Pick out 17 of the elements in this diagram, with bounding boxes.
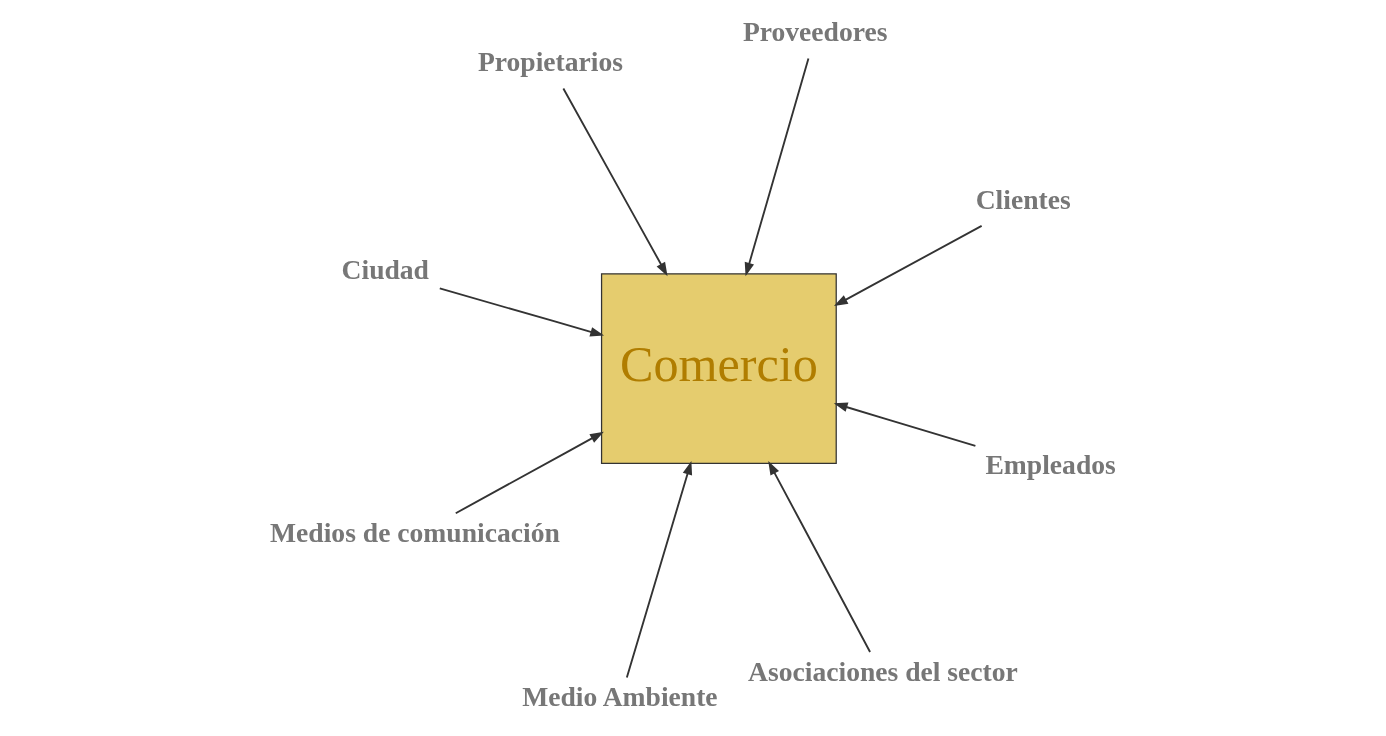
- node-text: Medio Ambiente: [522, 681, 718, 713]
- node-text: Medios de comunicación: [270, 516, 560, 548]
- node-text: Asociaciones del sector: [748, 655, 1018, 687]
- arrow: [454, 431, 604, 515]
- arrow: [833, 402, 977, 447]
- node-text: Propietarios: [477, 46, 624, 78]
- node-text: Ciudad: [341, 253, 429, 285]
- node-text: Empleados: [985, 449, 1116, 481]
- arrow: [744, 57, 810, 277]
- node-text: Clientes: [975, 184, 1071, 216]
- node-text: Proveedores: [742, 16, 888, 48]
- arrow: [562, 87, 668, 277]
- arrow: [438, 287, 605, 337]
- arrow: [768, 461, 871, 653]
- arrow: [625, 460, 693, 679]
- arrow: [833, 224, 983, 307]
- node-box: Comercio: [600, 273, 837, 464]
